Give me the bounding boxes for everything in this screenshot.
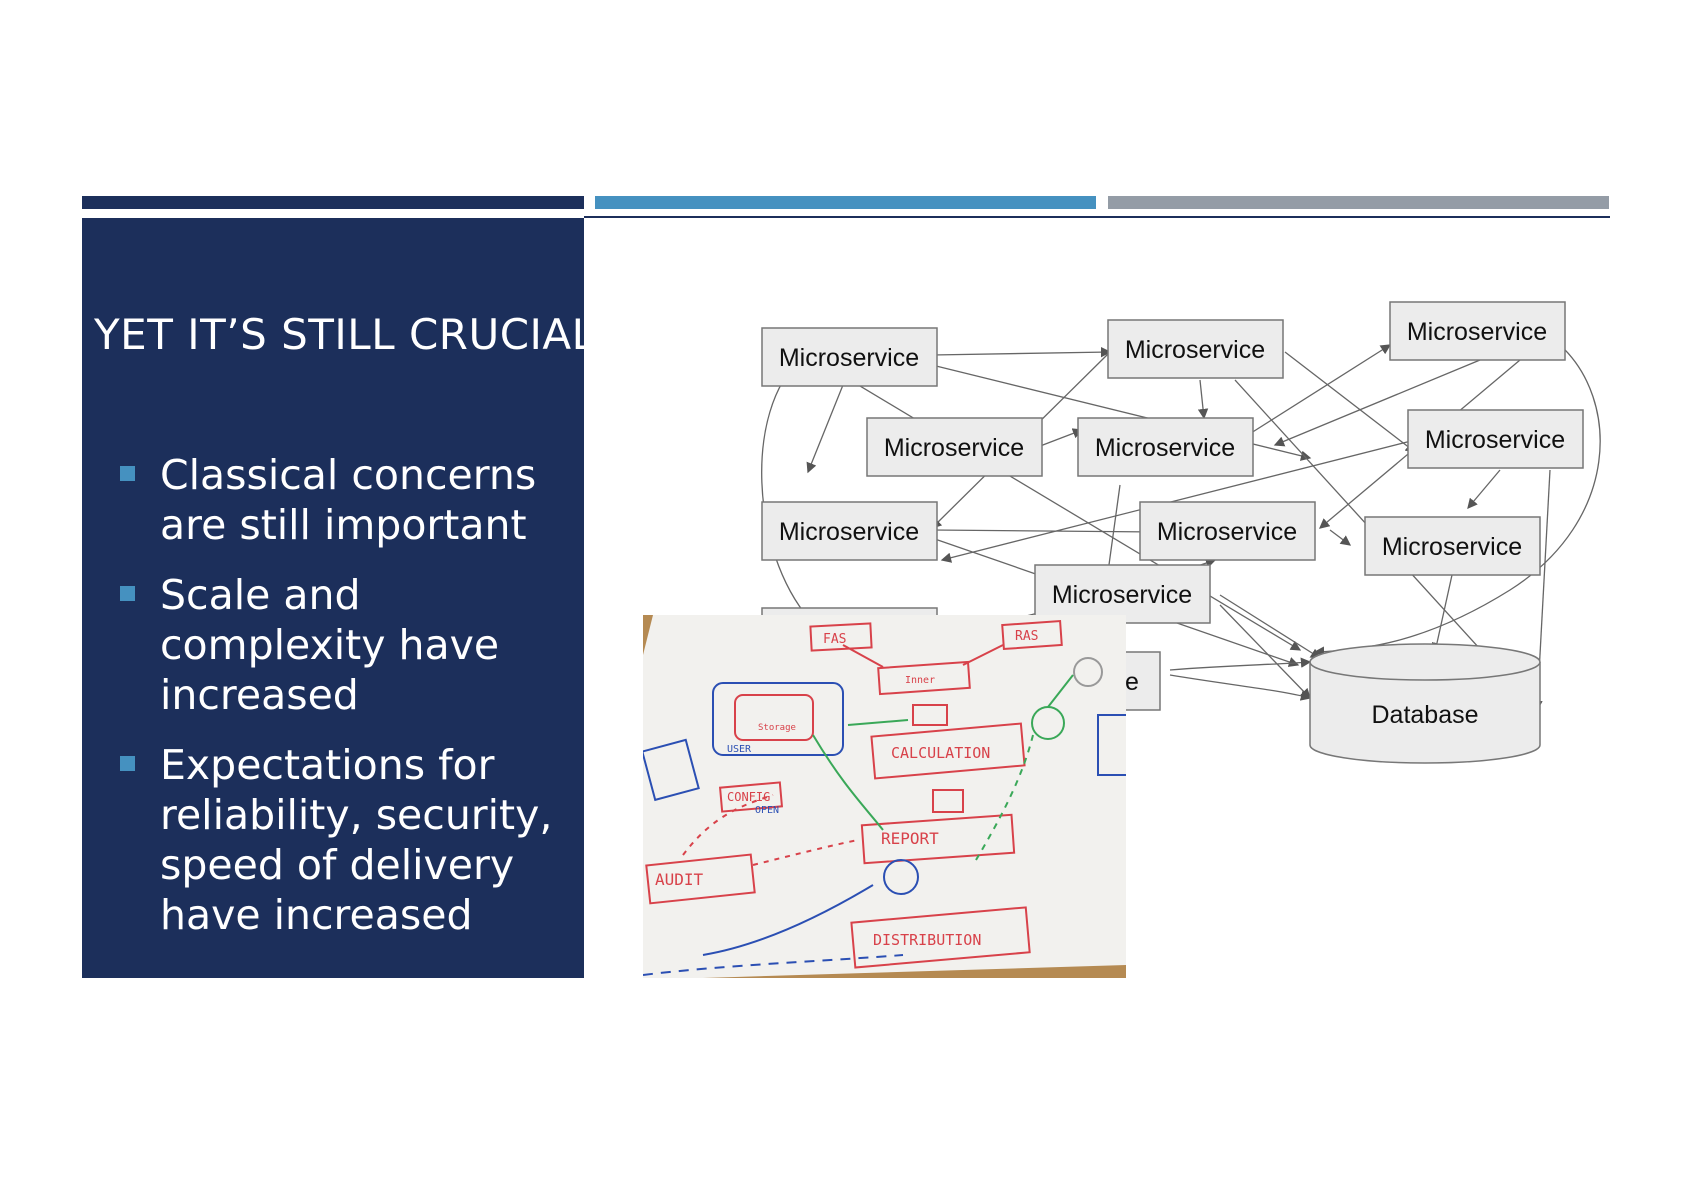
- sketch-label: RAS: [1015, 629, 1038, 644]
- node-label: Microservice: [1425, 426, 1565, 454]
- header-rule: [584, 216, 1610, 218]
- bullet-item: Expectations for reliability, security, …: [120, 740, 560, 940]
- node-label: Microservice: [1407, 318, 1547, 346]
- sketch-label: USER: [727, 744, 752, 755]
- whiteboard-sketch-photo: FAS RAS Inner CALCULATION REPORT AUDIT D…: [643, 615, 1126, 978]
- database-label: Database: [1371, 701, 1478, 729]
- header-bar-gray: [1108, 196, 1609, 209]
- microservice-node: Microservice: [761, 327, 938, 387]
- node-label: Microservice: [779, 518, 919, 546]
- sketch-label: CALCULATION: [891, 744, 990, 762]
- bullet-square-icon: [120, 586, 135, 601]
- bullet-square-icon: [120, 466, 135, 481]
- node-label: Microservice: [1157, 518, 1297, 546]
- sketch-labels: FAS RAS Inner CALCULATION REPORT AUDIT D…: [655, 629, 1038, 949]
- microservice-node: Microservice: [1034, 564, 1211, 624]
- header-bar-navy: [82, 196, 584, 209]
- header-bar-blue: [595, 196, 1096, 209]
- node-label: Microservice: [1052, 581, 1192, 609]
- microservice-node: Microservice: [1407, 409, 1584, 469]
- microservice-node: Microservice: [866, 417, 1043, 477]
- bullet-list: Classical concerns are still important S…: [120, 450, 560, 960]
- sketch-label: CONFIG: [727, 790, 770, 804]
- sketch-label: Inner: [905, 675, 935, 686]
- bullet-item: Classical concerns are still important: [120, 450, 560, 550]
- title-panel: YET IT’S STILL CRUCIAL Classical concern…: [82, 218, 595, 978]
- bullet-text: Expectations for reliability, security, …: [160, 741, 553, 939]
- sketch-label: REPORT: [881, 829, 939, 848]
- microservice-node: Microservice: [1364, 516, 1541, 576]
- microservice-node: Microservice: [1389, 301, 1566, 361]
- sketch-strokes: [643, 619, 1126, 976]
- bullet-item: Scale and complexity have increased: [120, 570, 560, 720]
- node-label: Microservice: [884, 434, 1024, 462]
- node-label: Microservice: [1095, 434, 1235, 462]
- node-label: Microservice: [1382, 533, 1522, 561]
- microservice-node: Microservice: [1139, 501, 1316, 561]
- sketch-label: DISTRIBUTION: [873, 931, 981, 949]
- bullet-square-icon: [120, 756, 135, 771]
- database-node: Database: [1309, 643, 1541, 764]
- node-label: Microservice: [1125, 336, 1265, 364]
- sketch-label: AUDIT: [655, 870, 704, 889]
- sketch-label: OPEN: [755, 805, 779, 816]
- slide-title: YET IT’S STILL CRUCIAL: [94, 310, 596, 359]
- microservice-node: Microservice: [1107, 319, 1284, 379]
- microservice-node: Microservice: [761, 501, 938, 561]
- microservice-node: Microservice: [1077, 417, 1254, 477]
- bullet-text: Classical concerns are still important: [160, 451, 537, 549]
- sketch-label: FAS: [823, 632, 846, 647]
- node-label: e: [1125, 668, 1139, 696]
- bullet-text: Scale and complexity have increased: [160, 571, 500, 719]
- node-label: Microservice: [779, 344, 919, 372]
- diagram-edges: [761, 344, 1601, 712]
- paper-sheet: [643, 615, 1126, 978]
- sketch-label: Storage: [758, 723, 796, 733]
